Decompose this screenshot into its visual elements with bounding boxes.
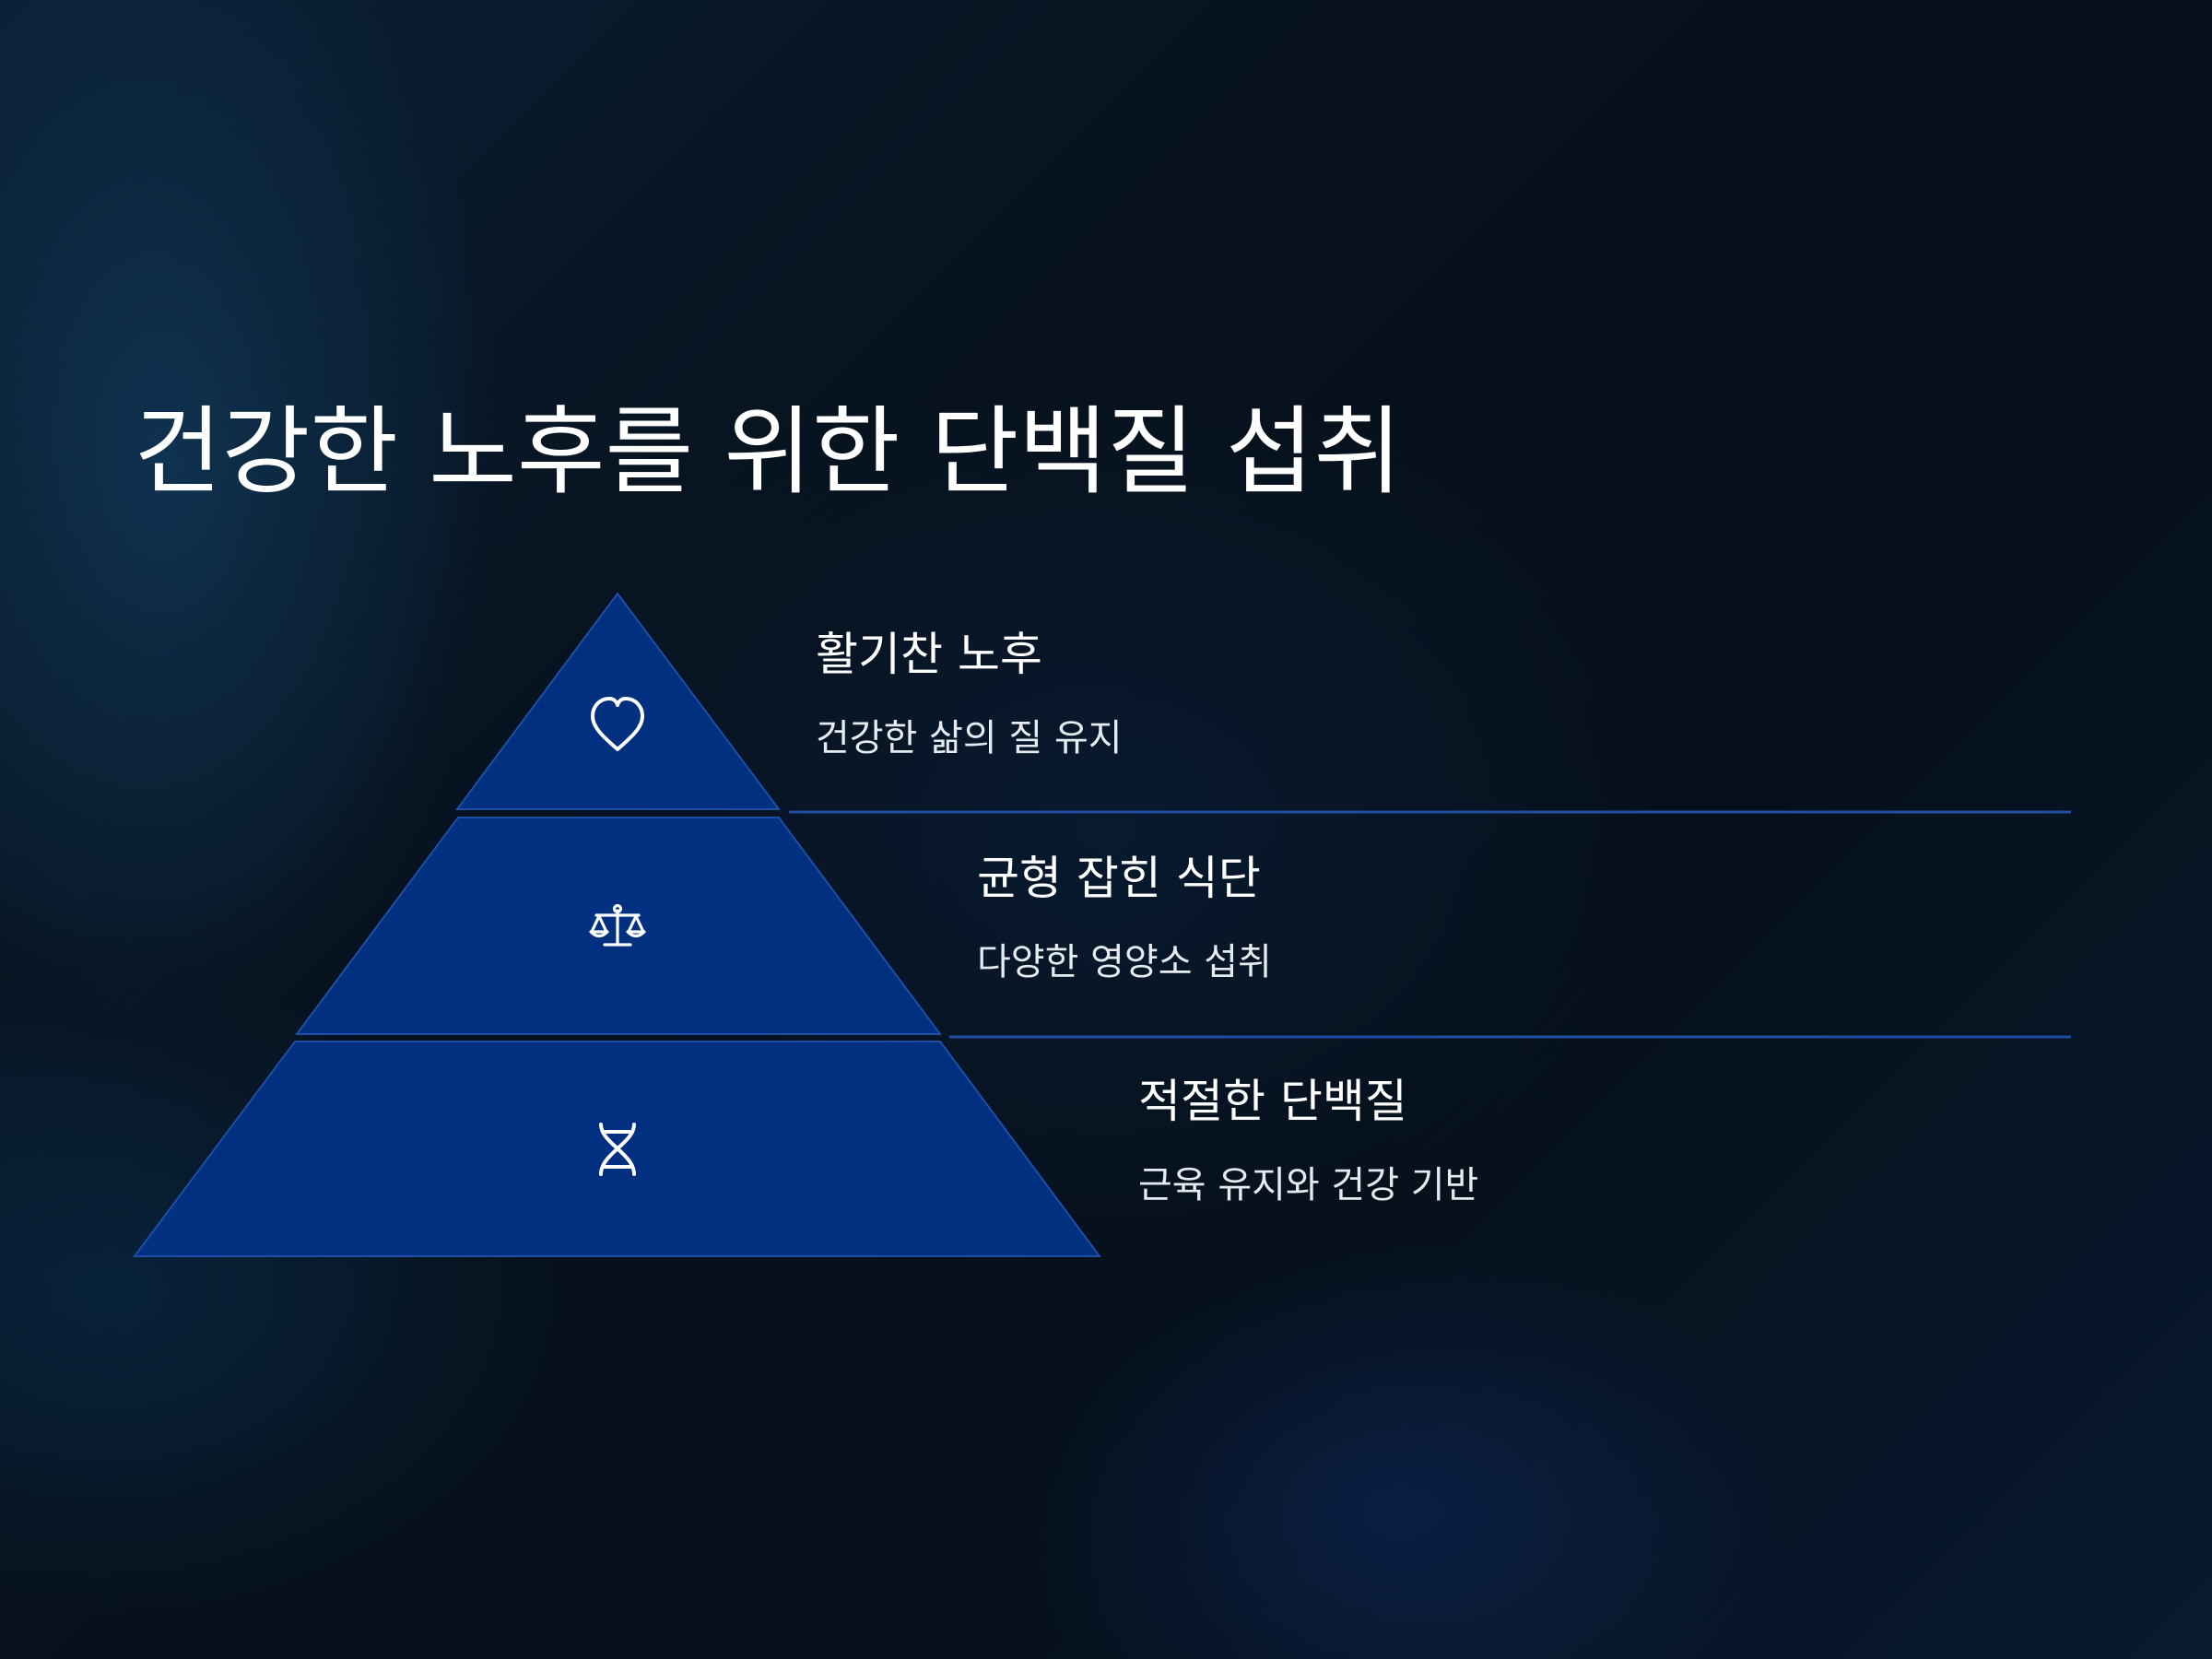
slide-title: 건강한 노후를 위한 단백질 섭취 <box>134 395 1403 508</box>
tier-heading-balanced-diet: 균형 잡힌 식단 <box>977 852 1261 905</box>
dna-icon <box>599 1123 636 1176</box>
tier-heading-vibrant-aging: 활기찬 노후 <box>816 628 1042 681</box>
tier-description-vibrant-aging: 건강한 삶의 질 유지 <box>816 717 1123 759</box>
tier-heading-adequate-protein: 적절한 단백질 <box>1138 1075 1407 1128</box>
tier-description-balanced-diet: 다양한 영양소 섭취 <box>977 941 1272 983</box>
tier-description-adequate-protein: 근육 유지와 건강 기반 <box>1138 1164 1479 1206</box>
balance-scale-icon <box>589 903 646 947</box>
heart-icon <box>591 697 644 751</box>
